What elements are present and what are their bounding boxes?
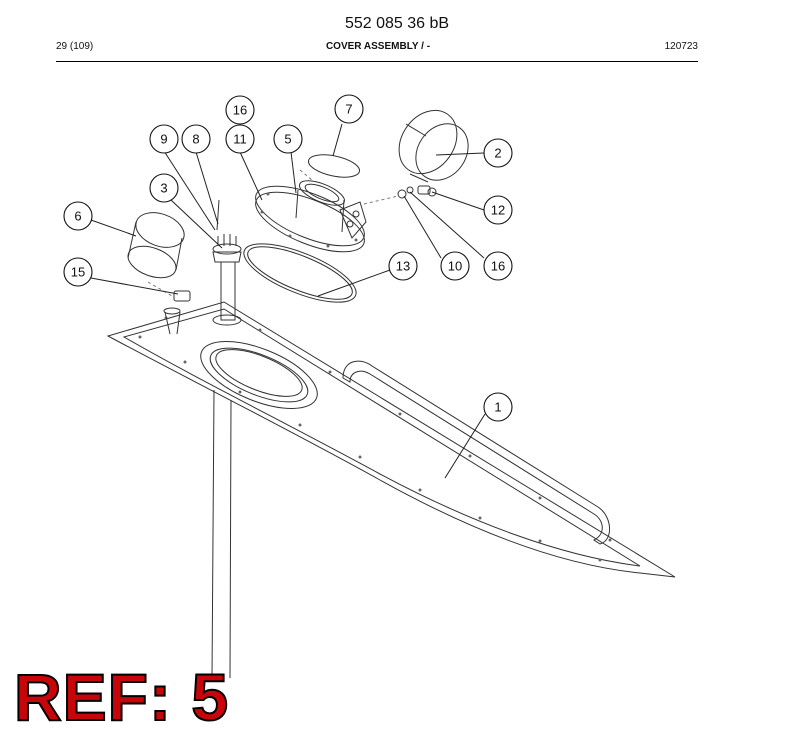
svg-text:11: 11 <box>233 132 247 147</box>
cover-plate <box>106 301 676 578</box>
callout-16-right: 16 <box>483 251 513 281</box>
callout-7: 7 <box>334 94 364 124</box>
callout-9: 9 <box>149 124 179 154</box>
filter-cylinder <box>127 212 185 279</box>
svg-text:3: 3 <box>160 181 167 196</box>
seal-disc <box>307 154 361 178</box>
callout-13: 13 <box>388 251 418 281</box>
callout-bubbles: 1 2 3 5 6 7 8 9 10 11 12 13 15 16 16 <box>63 94 513 422</box>
callout-15: 15 <box>63 257 93 287</box>
lid-assembly <box>255 180 367 253</box>
callout-10: 10 <box>440 251 470 281</box>
document-number: 552 085 36 bB <box>344 15 450 32</box>
gasket-ring <box>243 243 357 303</box>
svg-text:12: 12 <box>491 203 505 218</box>
svg-text:5: 5 <box>284 132 291 147</box>
assembly-guides <box>147 169 399 297</box>
svg-text:1: 1 <box>494 400 501 415</box>
page-reference: 29 (109) <box>56 41 94 52</box>
callout-5: 5 <box>273 124 303 154</box>
svg-text:6: 6 <box>74 209 81 224</box>
callout-2: 2 <box>483 138 513 168</box>
reference-label: REF: 5 <box>13 660 230 734</box>
callout-12: 12 <box>483 195 513 225</box>
svg-text:10: 10 <box>448 259 462 274</box>
callout-6: 6 <box>63 201 93 231</box>
callout-16-top: 16 <box>225 95 255 125</box>
header-divider <box>56 61 698 62</box>
flange-opening <box>200 341 318 409</box>
svg-text:15: 15 <box>71 265 85 280</box>
callout-1: 1 <box>483 392 513 422</box>
svg-text:16: 16 <box>491 259 505 274</box>
suction-tube <box>211 199 242 679</box>
callout-11: 11 <box>225 124 255 154</box>
svg-text:9: 9 <box>160 132 167 147</box>
svg-text:2: 2 <box>494 146 501 161</box>
callout-3: 3 <box>149 173 179 203</box>
callout-8: 8 <box>181 124 211 154</box>
svg-text:8: 8 <box>192 132 199 147</box>
section-title: COVER ASSEMBLY / - <box>325 41 431 52</box>
small-fasteners <box>397 185 437 199</box>
svg-text:13: 13 <box>396 259 410 274</box>
fitting-part <box>163 290 191 335</box>
date-code: 120723 <box>664 41 698 52</box>
svg-text:7: 7 <box>345 102 352 117</box>
gauge-housing <box>398 109 469 183</box>
leader-lines <box>90 123 486 479</box>
svg-text:16: 16 <box>233 103 247 118</box>
